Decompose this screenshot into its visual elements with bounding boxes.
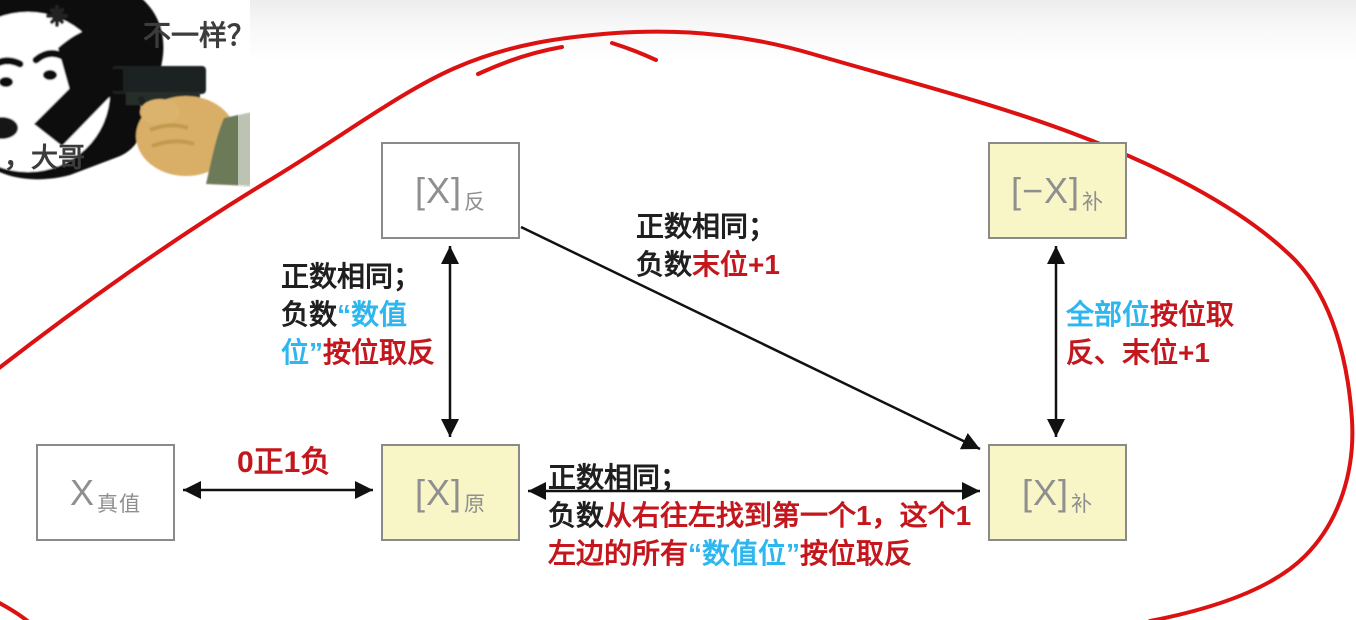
node-inverse-code: [X]反 <box>381 142 520 239</box>
node-negx-complement-code: [−X]补 <box>988 142 1127 239</box>
node-label-subscript: 真值 <box>97 493 141 516</box>
node-label: X <box>69 471 95 513</box>
note-fan-bu-rule: 正数相同；负数末位+1 <box>636 211 780 280</box>
node-complement-code: [X]补 <box>988 444 1127 541</box>
node-original-code: [X]原 <box>381 444 520 541</box>
node-label: [X] <box>414 169 462 211</box>
note-negbu-bu-rule: 全部位按位取反、末位+1 <box>1066 299 1235 368</box>
node-label-subscript: 原 <box>464 493 486 516</box>
node-label-subscript: 补 <box>1082 191 1105 214</box>
note-sign-bit-rule: 0正1负 <box>237 446 331 479</box>
node-label-subscript: 补 <box>1071 493 1093 516</box>
node-label: [−X] <box>1010 169 1081 211</box>
node-label: [X] <box>414 471 462 513</box>
note-fan-yuan-rule: 正数相同；负数“数值位”按位取反 <box>281 261 436 368</box>
meme-caption-bottom: ，大哥 <box>4 143 85 173</box>
meme-caption-top: 不一样？ <box>143 20 256 51</box>
node-label: [X] <box>1021 471 1069 513</box>
node-label-subscript: 反 <box>464 191 486 214</box>
meme-image: 不一样？ ，大哥 <box>0 0 255 190</box>
meme-anger-mark-icon <box>46 5 68 27</box>
